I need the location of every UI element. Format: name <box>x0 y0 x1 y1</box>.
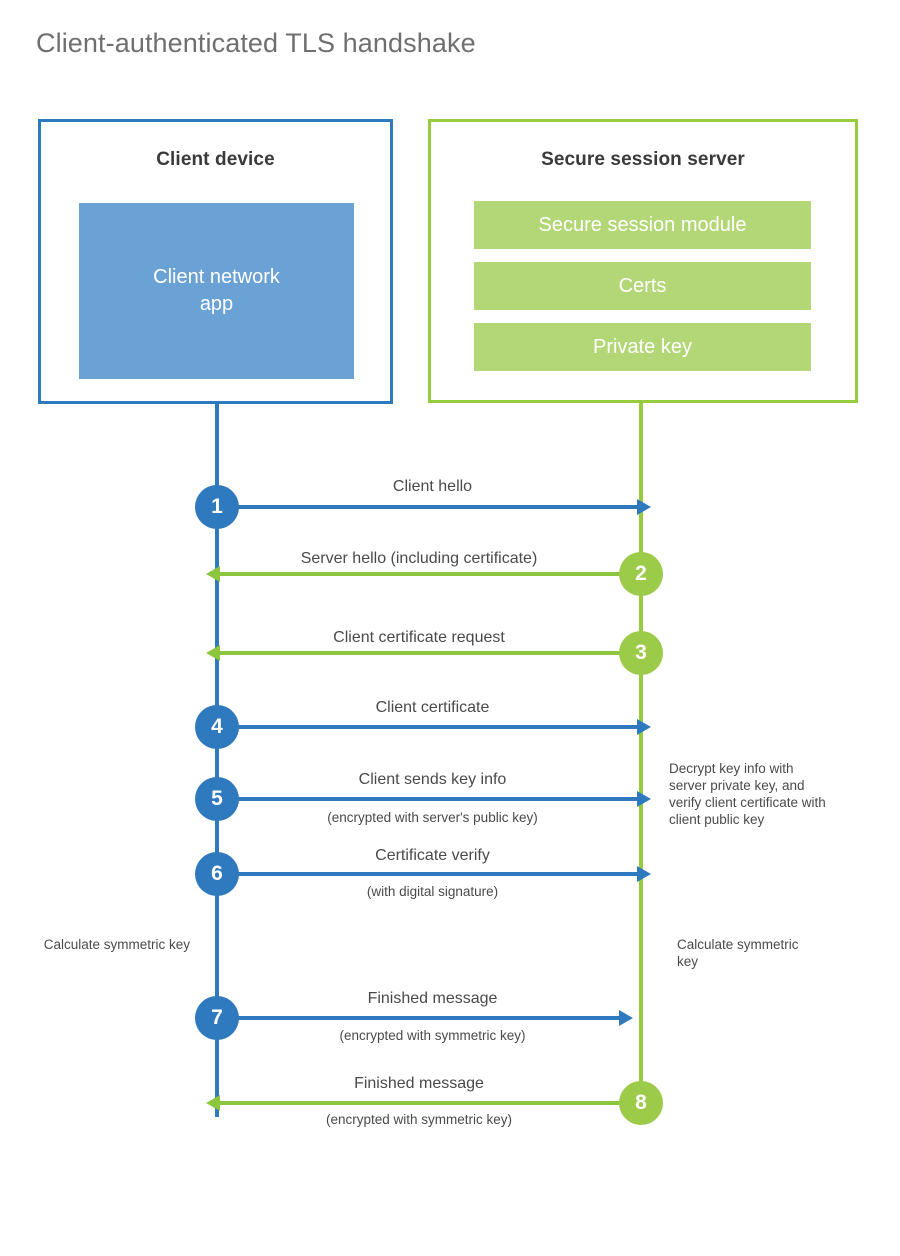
message-label-3: Client certificate request <box>333 629 505 646</box>
message-sublabel-5: (encrypted with server's public key) <box>327 810 538 825</box>
message-label-7: Finished message <box>367 990 498 1007</box>
step-circle-3: 3 <box>619 631 663 675</box>
arrowhead-right-icon <box>619 1010 633 1026</box>
message-sublabel-8: (encrypted with symmetric key) <box>325 1112 513 1127</box>
step-circle-8: 8 <box>619 1081 663 1125</box>
arrowhead-left-icon <box>206 645 220 661</box>
message-label-5: Client sends key info <box>358 771 507 788</box>
message-arrow-5 <box>217 791 651 807</box>
message-sublabel-7: (encrypted with symmetric key) <box>339 1028 526 1043</box>
message-arrow-3 <box>206 645 640 661</box>
client-lifeline <box>215 403 219 1117</box>
step-circle-7: 7 <box>195 996 239 1040</box>
step-circle-4: 4 <box>195 705 239 749</box>
message-label-2: Server hello (including certificate) <box>300 550 538 567</box>
step-circle-1: 1 <box>195 485 239 529</box>
message-label-8: Finished message <box>354 1075 484 1092</box>
page-title: Client-authenticated TLS handshake <box>36 28 476 58</box>
server-component-private-key: Private key <box>474 323 811 371</box>
server-lifeline <box>639 402 643 1105</box>
arrowhead-right-icon <box>637 499 651 515</box>
step-circle-2: 2 <box>619 552 663 596</box>
note-client-calculate-symmetric-key: Calculate symmetric key <box>43 937 190 952</box>
message-arrow-1 <box>217 499 651 515</box>
message-arrow-4 <box>217 719 651 735</box>
message-label-4: Client certificate <box>375 699 490 716</box>
arrowhead-right-icon <box>637 791 651 807</box>
note-server-calculate-symmetric-key: Calculate symmetric key <box>677 937 799 969</box>
message-arrow-8 <box>206 1095 622 1111</box>
server-components-list: Secure session module Certs Private key <box>474 201 811 371</box>
client-network-app-block: Client network app <box>79 203 354 379</box>
message-sublabel-6: (with digital signature) <box>366 884 499 899</box>
message-arrow-2 <box>206 566 640 582</box>
arrowhead-left-icon <box>206 566 220 582</box>
arrowhead-right-icon <box>637 866 651 882</box>
client-device-box: Client device Client network app <box>38 119 393 404</box>
step-circle-6: 6 <box>195 852 239 896</box>
message-label-1: Client hello <box>392 478 473 495</box>
server-component-certs: Certs <box>474 262 811 310</box>
client-device-title: Client device <box>156 149 275 170</box>
message-label-6: Certificate verify <box>375 847 490 864</box>
message-arrow-7 <box>217 1010 633 1026</box>
message-arrow-6 <box>217 866 651 882</box>
step-circle-5: 5 <box>195 777 239 821</box>
arrowhead-left-icon <box>206 1095 220 1111</box>
arrowhead-right-icon <box>637 719 651 735</box>
server-component-secure-session-module: Secure session module <box>474 201 811 249</box>
note-server-decrypt: Decrypt key info with server private key… <box>669 761 826 827</box>
secure-session-server-title: Secure session server <box>541 149 745 170</box>
secure-session-server-box: Secure session server Secure session mod… <box>428 119 858 403</box>
